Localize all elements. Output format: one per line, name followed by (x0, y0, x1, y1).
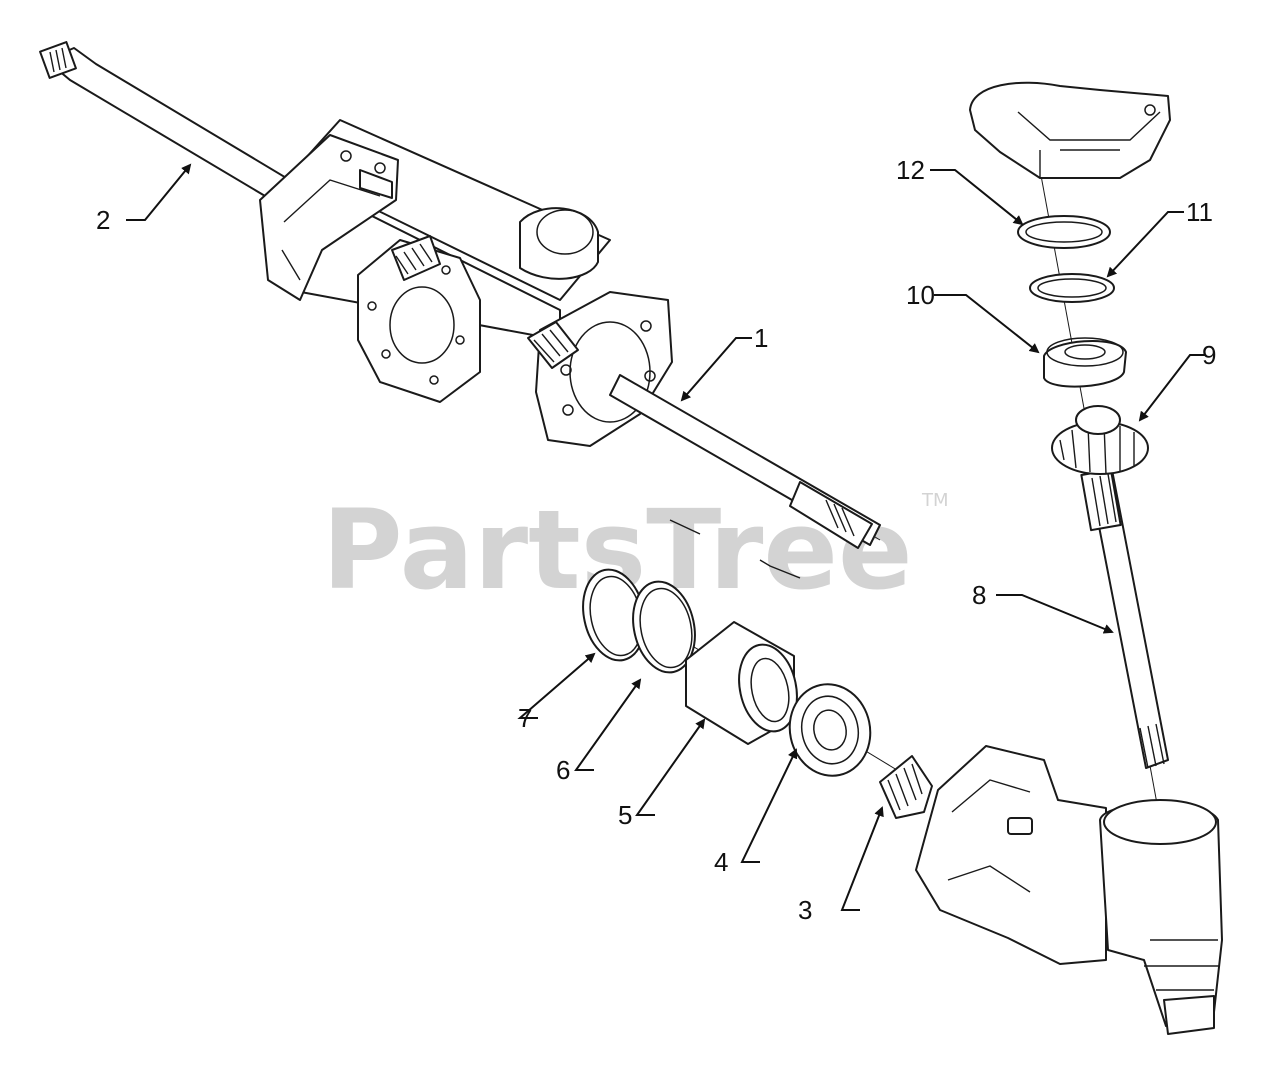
part-11-retaining-ring (1029, 273, 1115, 303)
callout-6: 6 (556, 755, 570, 785)
leader-lines (126, 163, 1206, 911)
callout-9: 9 (1202, 340, 1216, 370)
callout-1: 1 (754, 323, 768, 353)
callout-4: 4 (714, 847, 728, 877)
callout-7: 7 (518, 703, 532, 733)
callout-labels: 2 1 3 4 5 6 7 8 9 10 11 12 (96, 155, 1216, 925)
callout-8: 8 (972, 580, 986, 610)
part-3-bevel-pinion (879, 755, 933, 819)
watermark-trademark: TM (921, 490, 949, 511)
upper-gear-case-cover (969, 81, 1171, 179)
part-12-retaining-ring (1017, 215, 1111, 249)
callout-12: 12 (896, 155, 925, 185)
callout-11: 11 (1186, 197, 1213, 227)
callout-3: 3 (798, 895, 812, 925)
part-6-retaining-ring (632, 580, 696, 674)
callout-5: 5 (618, 800, 632, 830)
lower-gear-case (915, 745, 1223, 1035)
part-8-vertical-shaft (1080, 468, 1169, 769)
part-4-ball-bearing (788, 683, 872, 777)
part-10-upper-bearing (1043, 337, 1127, 388)
callout-2: 2 (96, 205, 110, 235)
part-5-bushing (685, 621, 798, 745)
part-1-axle-housing (259, 119, 881, 579)
callout-10: 10 (906, 280, 935, 310)
part-9-bevel-gear (1051, 405, 1149, 475)
